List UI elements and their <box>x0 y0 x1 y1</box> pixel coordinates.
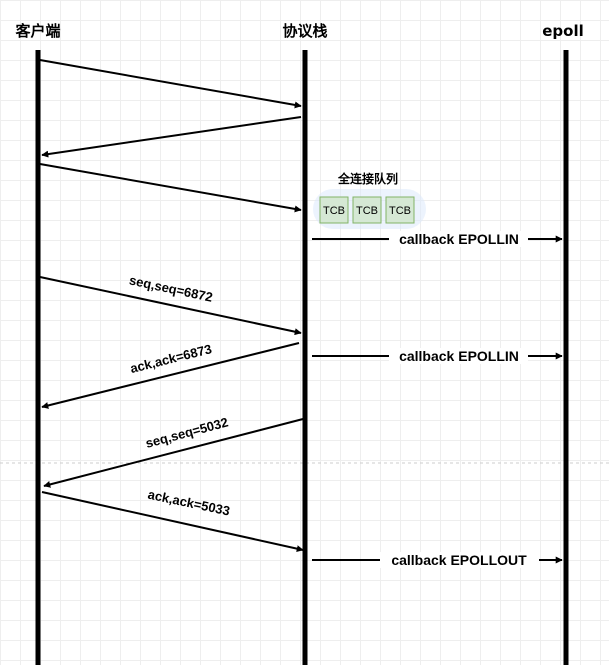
seq-6872-label: seq,seq=6872 <box>128 272 214 304</box>
ack-6873-arrow <box>41 342 300 409</box>
seq-5032-arrow <box>43 418 304 488</box>
callback-epollin-label: callback EPOLLIN <box>399 231 519 247</box>
syn-arrow <box>39 59 302 109</box>
callback-label-bg <box>389 348 528 364</box>
tcb-label: TCB <box>389 205 411 217</box>
callback-label-bg <box>389 231 528 247</box>
tcb-label: TCB <box>356 205 378 217</box>
ack-5033-label: ack,ack=5033 <box>147 487 232 519</box>
seq-5032-label: seq,seq=5032 <box>144 414 230 450</box>
seq-6872-arrow <box>39 276 302 336</box>
ack-6873-label: ack,ack=6873 <box>129 341 214 376</box>
tcb-label: TCB <box>323 205 345 217</box>
tcb-box <box>352 196 382 224</box>
callback-epollin-label: callback EPOLLIN <box>399 348 519 364</box>
callback-label-bg <box>380 552 539 568</box>
epoll-header: epoll <box>542 22 584 40</box>
ack-5033-arrow <box>41 491 304 553</box>
stack-header: 协议栈 <box>282 22 327 40</box>
syn-ack-arrow <box>41 116 302 158</box>
callback-epollout-label: callback EPOLLOUT <box>391 552 527 568</box>
queue-label: 全连接队列 <box>337 171 398 186</box>
tcb-box <box>319 196 349 224</box>
tcb-box <box>385 196 415 224</box>
client-header: 客户端 <box>14 22 60 40</box>
ack-arrow <box>39 163 302 213</box>
